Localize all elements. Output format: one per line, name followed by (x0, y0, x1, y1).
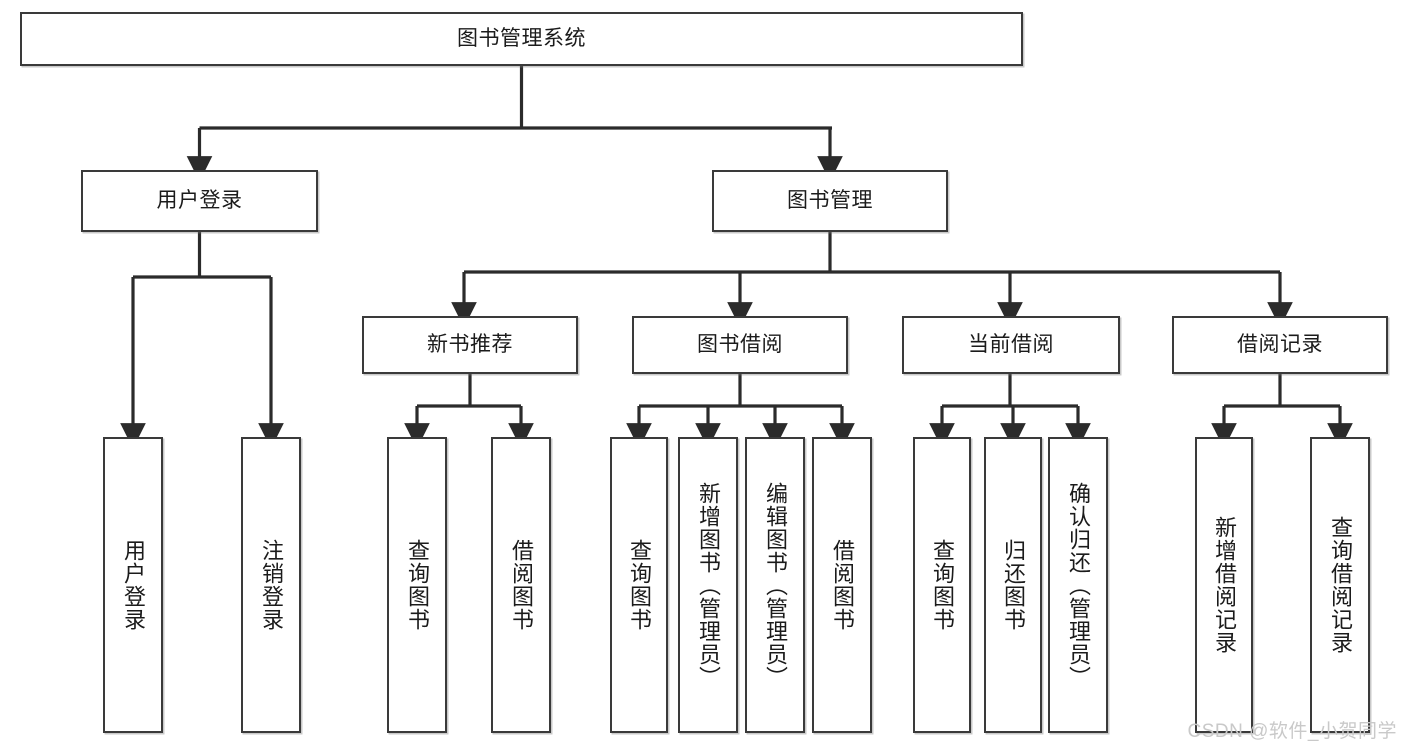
node-leaf-query-book-1[interactable]: 查询图书 (387, 437, 447, 733)
node-leaf-return-book-label: 归还图书 (1001, 539, 1026, 631)
node-leaf-return-book[interactable]: 归还图书 (984, 437, 1042, 733)
node-current-borrow-label: 当前借阅 (968, 333, 1054, 357)
node-leaf-borrow-book-1-label: 借阅图书 (509, 539, 534, 631)
node-leaf-query-book-3[interactable]: 查询图书 (913, 437, 971, 733)
node-leaf-confirm-return-label: 确认归还（管理员） (1066, 481, 1091, 689)
node-leaf-query-book-1-label: 查询图书 (405, 539, 430, 631)
node-leaf-query-record[interactable]: 查询借阅记录 (1310, 437, 1370, 733)
node-borrow-record-label: 借阅记录 (1237, 333, 1323, 357)
node-leaf-logout-login[interactable]: 注销登录 (241, 437, 301, 733)
node-book-manage[interactable]: 图书管理 (712, 170, 948, 232)
node-leaf-query-book-2[interactable]: 查询图书 (610, 437, 668, 733)
node-leaf-add-book-label: 新增图书（管理员） (696, 481, 721, 689)
node-root-label: 图书管理系统 (457, 27, 586, 51)
node-leaf-add-book[interactable]: 新增图书（管理员） (678, 437, 738, 733)
node-book-borrow-label: 图书借阅 (697, 333, 783, 357)
node-root[interactable]: 图书管理系统 (20, 12, 1023, 66)
node-leaf-edit-book-label: 编辑图书（管理员） (763, 481, 788, 689)
node-leaf-edit-book[interactable]: 编辑图书（管理员） (745, 437, 805, 733)
node-leaf-borrow-book-1[interactable]: 借阅图书 (491, 437, 551, 733)
node-book-borrow[interactable]: 图书借阅 (632, 316, 848, 374)
node-borrow-record[interactable]: 借阅记录 (1172, 316, 1388, 374)
node-user-login-label: 用户登录 (156, 189, 243, 213)
node-user-login[interactable]: 用户登录 (81, 170, 318, 232)
node-leaf-borrow-book-2-label: 借阅图书 (830, 539, 855, 631)
node-leaf-logout-login-label: 注销登录 (259, 539, 284, 631)
node-leaf-query-record-label: 查询借阅记录 (1328, 516, 1353, 654)
node-leaf-user-login[interactable]: 用户登录 (103, 437, 163, 733)
node-leaf-borrow-book-2[interactable]: 借阅图书 (812, 437, 872, 733)
node-leaf-query-book-2-label: 查询图书 (627, 539, 652, 631)
node-leaf-add-record[interactable]: 新增借阅记录 (1195, 437, 1253, 733)
node-leaf-query-book-3-label: 查询图书 (930, 539, 955, 631)
node-leaf-add-record-label: 新增借阅记录 (1212, 516, 1237, 654)
node-leaf-confirm-return[interactable]: 确认归还（管理员） (1048, 437, 1108, 733)
node-new-book-recommend[interactable]: 新书推荐 (362, 316, 578, 374)
watermark: CSDN @软件_小贺同学 (1187, 721, 1397, 742)
node-new-book-recommend-label: 新书推荐 (427, 333, 513, 357)
node-current-borrow[interactable]: 当前借阅 (902, 316, 1120, 374)
node-book-manage-label: 图书管理 (787, 189, 873, 213)
node-leaf-user-login-label: 用户登录 (121, 539, 146, 631)
